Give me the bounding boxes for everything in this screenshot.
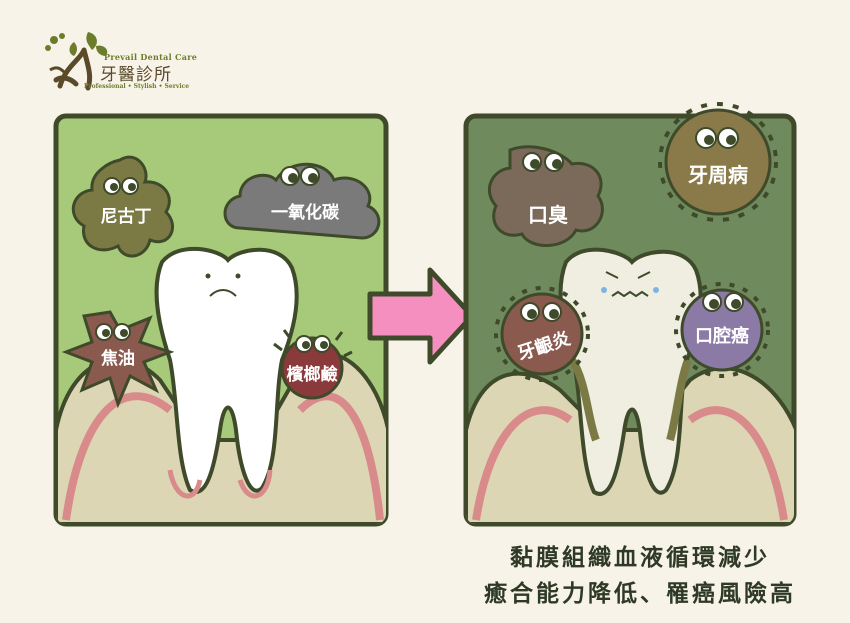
label-periodontal: 牙周病 — [688, 163, 748, 187]
tar-blob: 焦油 — [61, 310, 175, 409]
caption-line-1: 黏膜組織血液循環減少 — [510, 545, 770, 571]
logo-chinese-name: 牙醫診所 — [100, 65, 172, 85]
label-oral-cancer: 口腔癌 — [695, 325, 749, 347]
clinic-logo — [40, 26, 210, 96]
tree-logo-icon — [45, 32, 108, 91]
gingivitis-virus: 牙齦炎 — [494, 286, 590, 382]
logo-tagline: Professional • Stylish • Service — [84, 83, 190, 90]
caption-line-2: 癒合能力降低、罹癌風險高 — [484, 581, 796, 607]
betel-alkaloid-blob: 檳榔鹼 — [273, 329, 353, 400]
healthy-panel: 尼古丁 一氧化碳 焦油 檳榔鹼 — [53, 113, 389, 527]
label-betel-alkaloid: 檳榔鹼 — [287, 364, 339, 385]
bad-breath-blob: 口臭 — [488, 145, 604, 247]
label-nicotine: 尼古丁 — [101, 206, 152, 227]
oral-cancer-virus: 口腔癌 — [674, 282, 770, 378]
damaged-tooth — [558, 247, 703, 496]
nicotine-blob: 尼古丁 — [71, 155, 175, 258]
carbon-monoxide-cloud: 一氧化碳 — [223, 162, 381, 240]
label-tar: 焦油 — [100, 348, 135, 369]
damaged-panel: 口臭 牙周病 牙齦炎 口腔癌 — [463, 102, 797, 527]
arrow-right-icon — [367, 267, 475, 365]
logo-english-name: Prevail Dental Care — [104, 52, 198, 62]
label-bad-breath: 口臭 — [528, 203, 568, 227]
label-carbon-monoxide: 一氧化碳 — [271, 202, 340, 223]
periodontal-virus: 牙周病 — [658, 102, 778, 222]
healthy-tooth — [154, 246, 299, 499]
